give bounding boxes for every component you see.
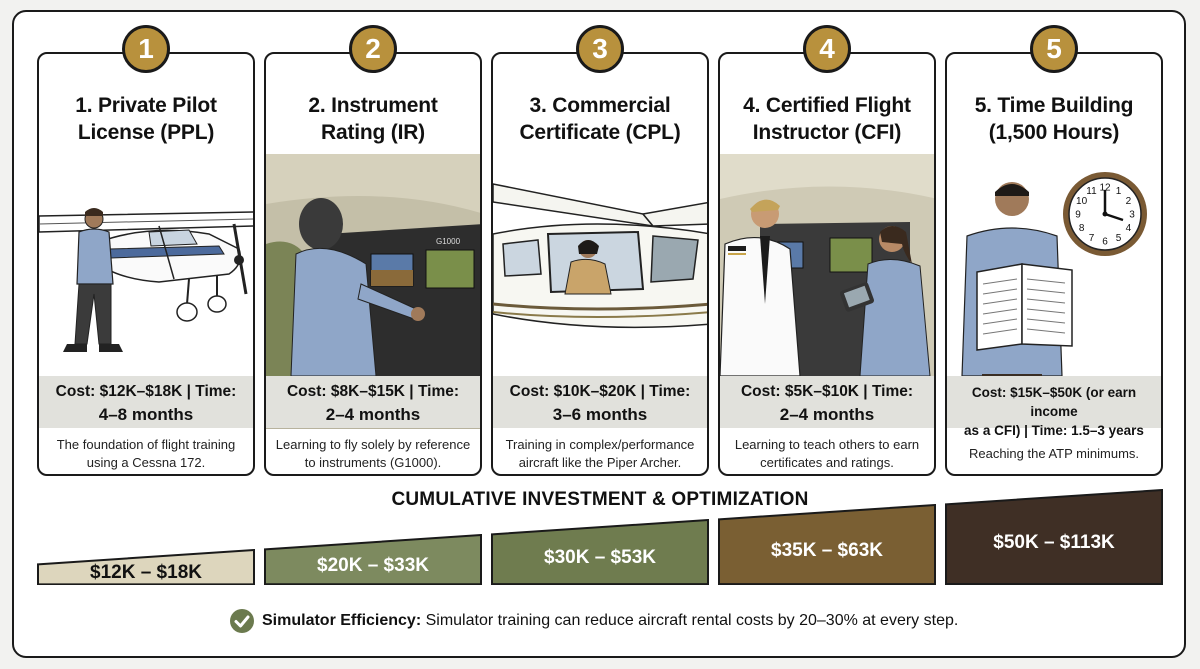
step-card-ppl: 1. Private Pilot License (PPL) bbox=[37, 52, 255, 476]
step-badge-3: 3 bbox=[576, 25, 624, 73]
step-card-cfi: 4. Certified Flight Instructor (CFI) bbox=[718, 52, 936, 476]
clock-numeral: 4 bbox=[1126, 223, 1132, 234]
cessna-pilot-illustration bbox=[39, 154, 253, 429]
step-title: 3. Commercial Certificate (CPL) bbox=[519, 94, 681, 144]
step-card-cpl: 3. Commercial Certificate (CPL) Cost: $1… bbox=[491, 52, 709, 476]
clock-numeral: 5 bbox=[1116, 233, 1122, 244]
simulator-efficiency-note: Simulator Efficiency: Simulator training… bbox=[230, 607, 958, 635]
step-card-time-building: 5. Time Building (1,500 Hours) 12 1 bbox=[945, 52, 1163, 476]
clock-numeral: 2 bbox=[1126, 196, 1132, 207]
step-title: 4. Certified Flight Instructor (CFI) bbox=[743, 94, 911, 144]
investment-bar-label: $50K – $113K bbox=[993, 532, 1115, 554]
footer-text: Simulator training can reduce aircraft r… bbox=[421, 612, 959, 629]
piper-archer-illustration bbox=[493, 154, 707, 429]
clock-numeral: 6 bbox=[1102, 237, 1108, 248]
step-cost-band: Cost: $12K–$18K | Time: 4–8 months bbox=[39, 376, 253, 428]
step-description: Training in complex/performance aircraft… bbox=[505, 437, 695, 470]
investment-bar: $50K – $113K bbox=[945, 489, 1163, 585]
clock-numeral: 12 bbox=[1099, 183, 1111, 194]
svg-text:G1000: G1000 bbox=[436, 237, 461, 246]
step-description: The foundation of flight training using … bbox=[56, 437, 236, 470]
step-badge-5: 5 bbox=[1030, 25, 1078, 73]
investment-bar: $20K – $33K bbox=[264, 533, 482, 585]
clock-numeral: 10 bbox=[1076, 196, 1088, 207]
footer-bold-label: Simulator Efficiency: bbox=[262, 612, 422, 629]
investment-title: CUMULATIVE INVESTMENT & OPTIMIZATION bbox=[391, 489, 809, 510]
instructor-cockpit-illustration bbox=[720, 154, 934, 429]
step-badge-2: 2 bbox=[349, 25, 397, 73]
check-icon bbox=[230, 609, 254, 633]
investment-bar-label: $30K – $53K bbox=[544, 547, 656, 569]
clock-numeral: 1 bbox=[1116, 186, 1122, 197]
investment-bar-label: $20K – $33K bbox=[317, 554, 429, 576]
step-cost-band: Cost: $10K–$20K | Time: 3–6 months bbox=[493, 376, 707, 428]
investment-bar: $30K – $53K bbox=[491, 518, 709, 585]
step-badge-1: 1 bbox=[122, 25, 170, 73]
investment-bar: $35K – $63K bbox=[718, 503, 936, 585]
step-cost-band: Cost: $15K–$50K (or earn income as a CFI… bbox=[947, 376, 1161, 438]
step-badge-4: 4 bbox=[803, 25, 851, 73]
clock-numeral: 9 bbox=[1075, 210, 1081, 221]
step-title: 5. Time Building (1,500 Hours) bbox=[974, 94, 1134, 144]
step-title: 2. Instrument Rating (IR) bbox=[308, 94, 438, 144]
step-description: Learning to teach others to earn certifi… bbox=[734, 437, 920, 470]
clock-numeral: 8 bbox=[1079, 223, 1085, 234]
step-cost-band: Cost: $8K–$15K | Time: 2–4 months bbox=[266, 376, 480, 428]
step-description: Reaching the ATP minimums. bbox=[968, 446, 1140, 461]
step-title: 1. Private Pilot License (PPL) bbox=[75, 94, 217, 144]
clock-numeral: 3 bbox=[1129, 210, 1135, 221]
clock-numeral: 11 bbox=[1086, 186, 1097, 197]
investment-bar-label: $35K – $63K bbox=[771, 539, 883, 561]
clock-numeral: 7 bbox=[1089, 233, 1095, 244]
step-description: Learning to fly solely by reference to i… bbox=[275, 437, 471, 470]
investment-bar-label: $12K – $18K bbox=[90, 561, 202, 583]
investment-bar: $12K – $18K bbox=[37, 548, 255, 585]
step-card-ir: 2. Instrument Rating (IR) G1000 Cost: $8… bbox=[264, 52, 482, 476]
step-cost-band: Cost: $5K–$10K | Time: 2–4 months bbox=[720, 376, 934, 428]
